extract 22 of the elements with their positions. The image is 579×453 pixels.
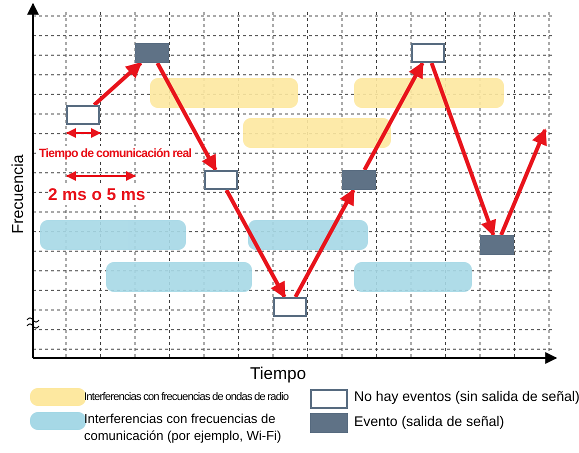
no-event-box: [273, 297, 307, 317]
axis-title: Tiempo: [250, 364, 306, 384]
arrow: [224, 189, 286, 298]
event-box: [135, 43, 169, 63]
legend-text: Interferencias con frecuencias de comunicación (por ejemplo, Wi-Fi): [84, 410, 282, 444]
arrow: [294, 188, 356, 298]
arrow: [430, 62, 496, 236]
legend-text: Evento (salida de señal): [354, 413, 504, 429]
event-box: [342, 170, 376, 190]
arrow: [362, 62, 424, 171]
legend-text: Interferencias con frecuencias de ondas de radio: [84, 391, 288, 403]
arrow: [156, 62, 218, 172]
legend-text: No hay eventos (sin salida de señal): [354, 388, 579, 404]
annotation-text: 2 ms o 5 ms: [48, 185, 146, 205]
no-event-box: [66, 105, 100, 125]
arrow: [499, 128, 547, 236]
arrow: [92, 62, 142, 106]
no-event-box: [411, 43, 445, 63]
no-event-box: [204, 170, 238, 190]
annotation-text: Tiempo de comunicación real: [38, 146, 192, 160]
axis-title: Frecuencia: [10, 153, 28, 236]
event-box: [480, 235, 514, 255]
